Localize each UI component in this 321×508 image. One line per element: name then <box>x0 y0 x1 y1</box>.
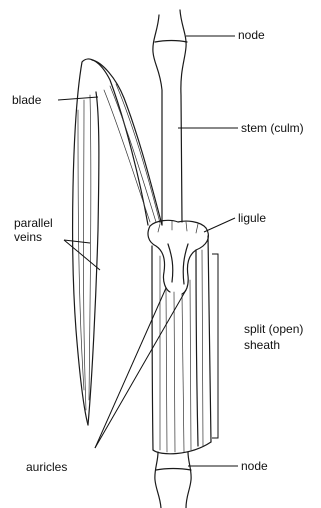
label-sheath: sheath <box>244 338 280 352</box>
label-node-top: node <box>238 28 265 42</box>
upper-stem <box>153 10 187 225</box>
leaf-sheath <box>152 236 211 454</box>
label-stem: stem (culm) <box>241 121 304 135</box>
label-veins: veins <box>14 230 42 244</box>
leaf-blade <box>73 59 162 425</box>
label-blade: blade <box>12 93 41 107</box>
collar <box>148 220 208 294</box>
label-parallel: parallel <box>14 216 53 230</box>
split-sheath-bracket <box>212 254 218 438</box>
label-auricles: auricles <box>26 460 67 474</box>
label-ligule: ligule <box>238 211 266 225</box>
label-split: split (open) <box>244 322 303 336</box>
label-node-bottom: node <box>241 459 268 473</box>
lower-stem <box>155 452 191 508</box>
